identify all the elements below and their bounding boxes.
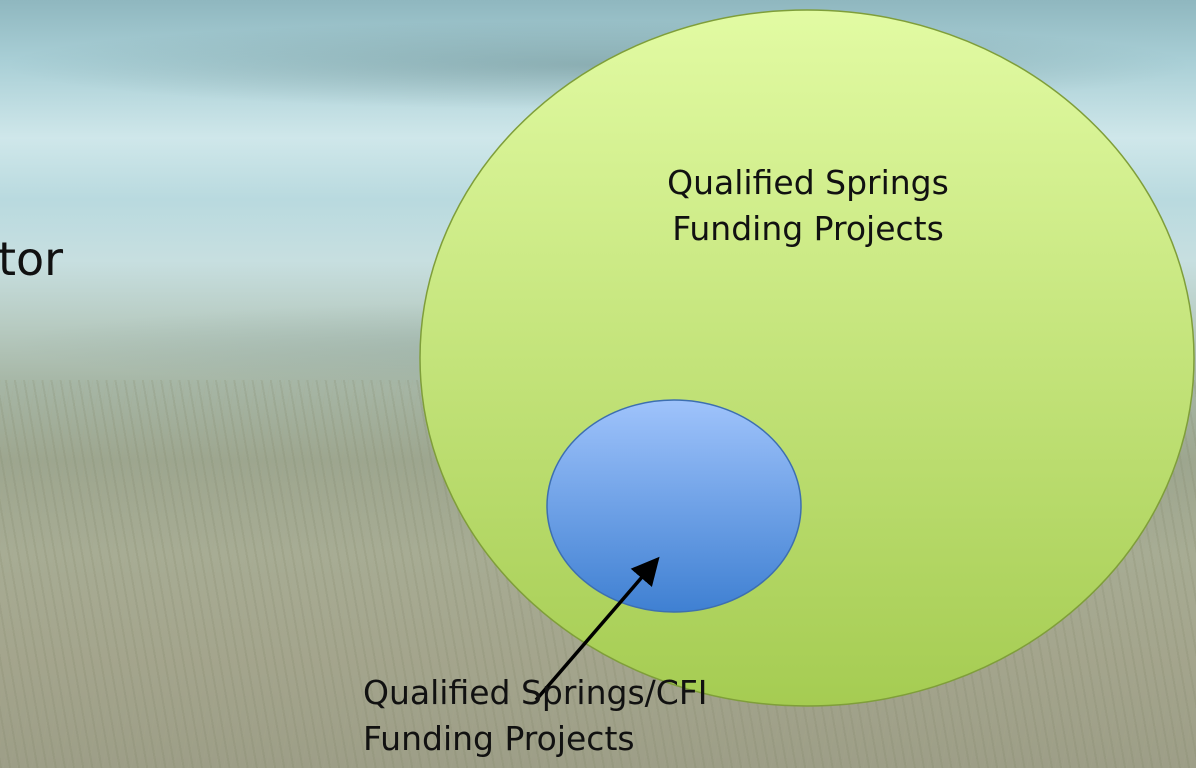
inner-label-line1: Qualified Springs/CFI bbox=[363, 673, 708, 712]
partial-body-text: tor bbox=[0, 232, 64, 286]
outer-circle-label: Qualified Springs Funding Projects bbox=[558, 160, 1058, 252]
inner-circle-label: Qualified Springs/CFI Funding Projects bbox=[363, 670, 708, 762]
inner-circle bbox=[546, 399, 802, 613]
inner-label-line2: Funding Projects bbox=[363, 719, 635, 758]
pointer-arrow bbox=[534, 556, 660, 702]
outer-label-line1: Qualified Springs bbox=[667, 163, 949, 202]
outer-label-line2: Funding Projects bbox=[672, 209, 944, 248]
outer-circle bbox=[419, 9, 1195, 707]
